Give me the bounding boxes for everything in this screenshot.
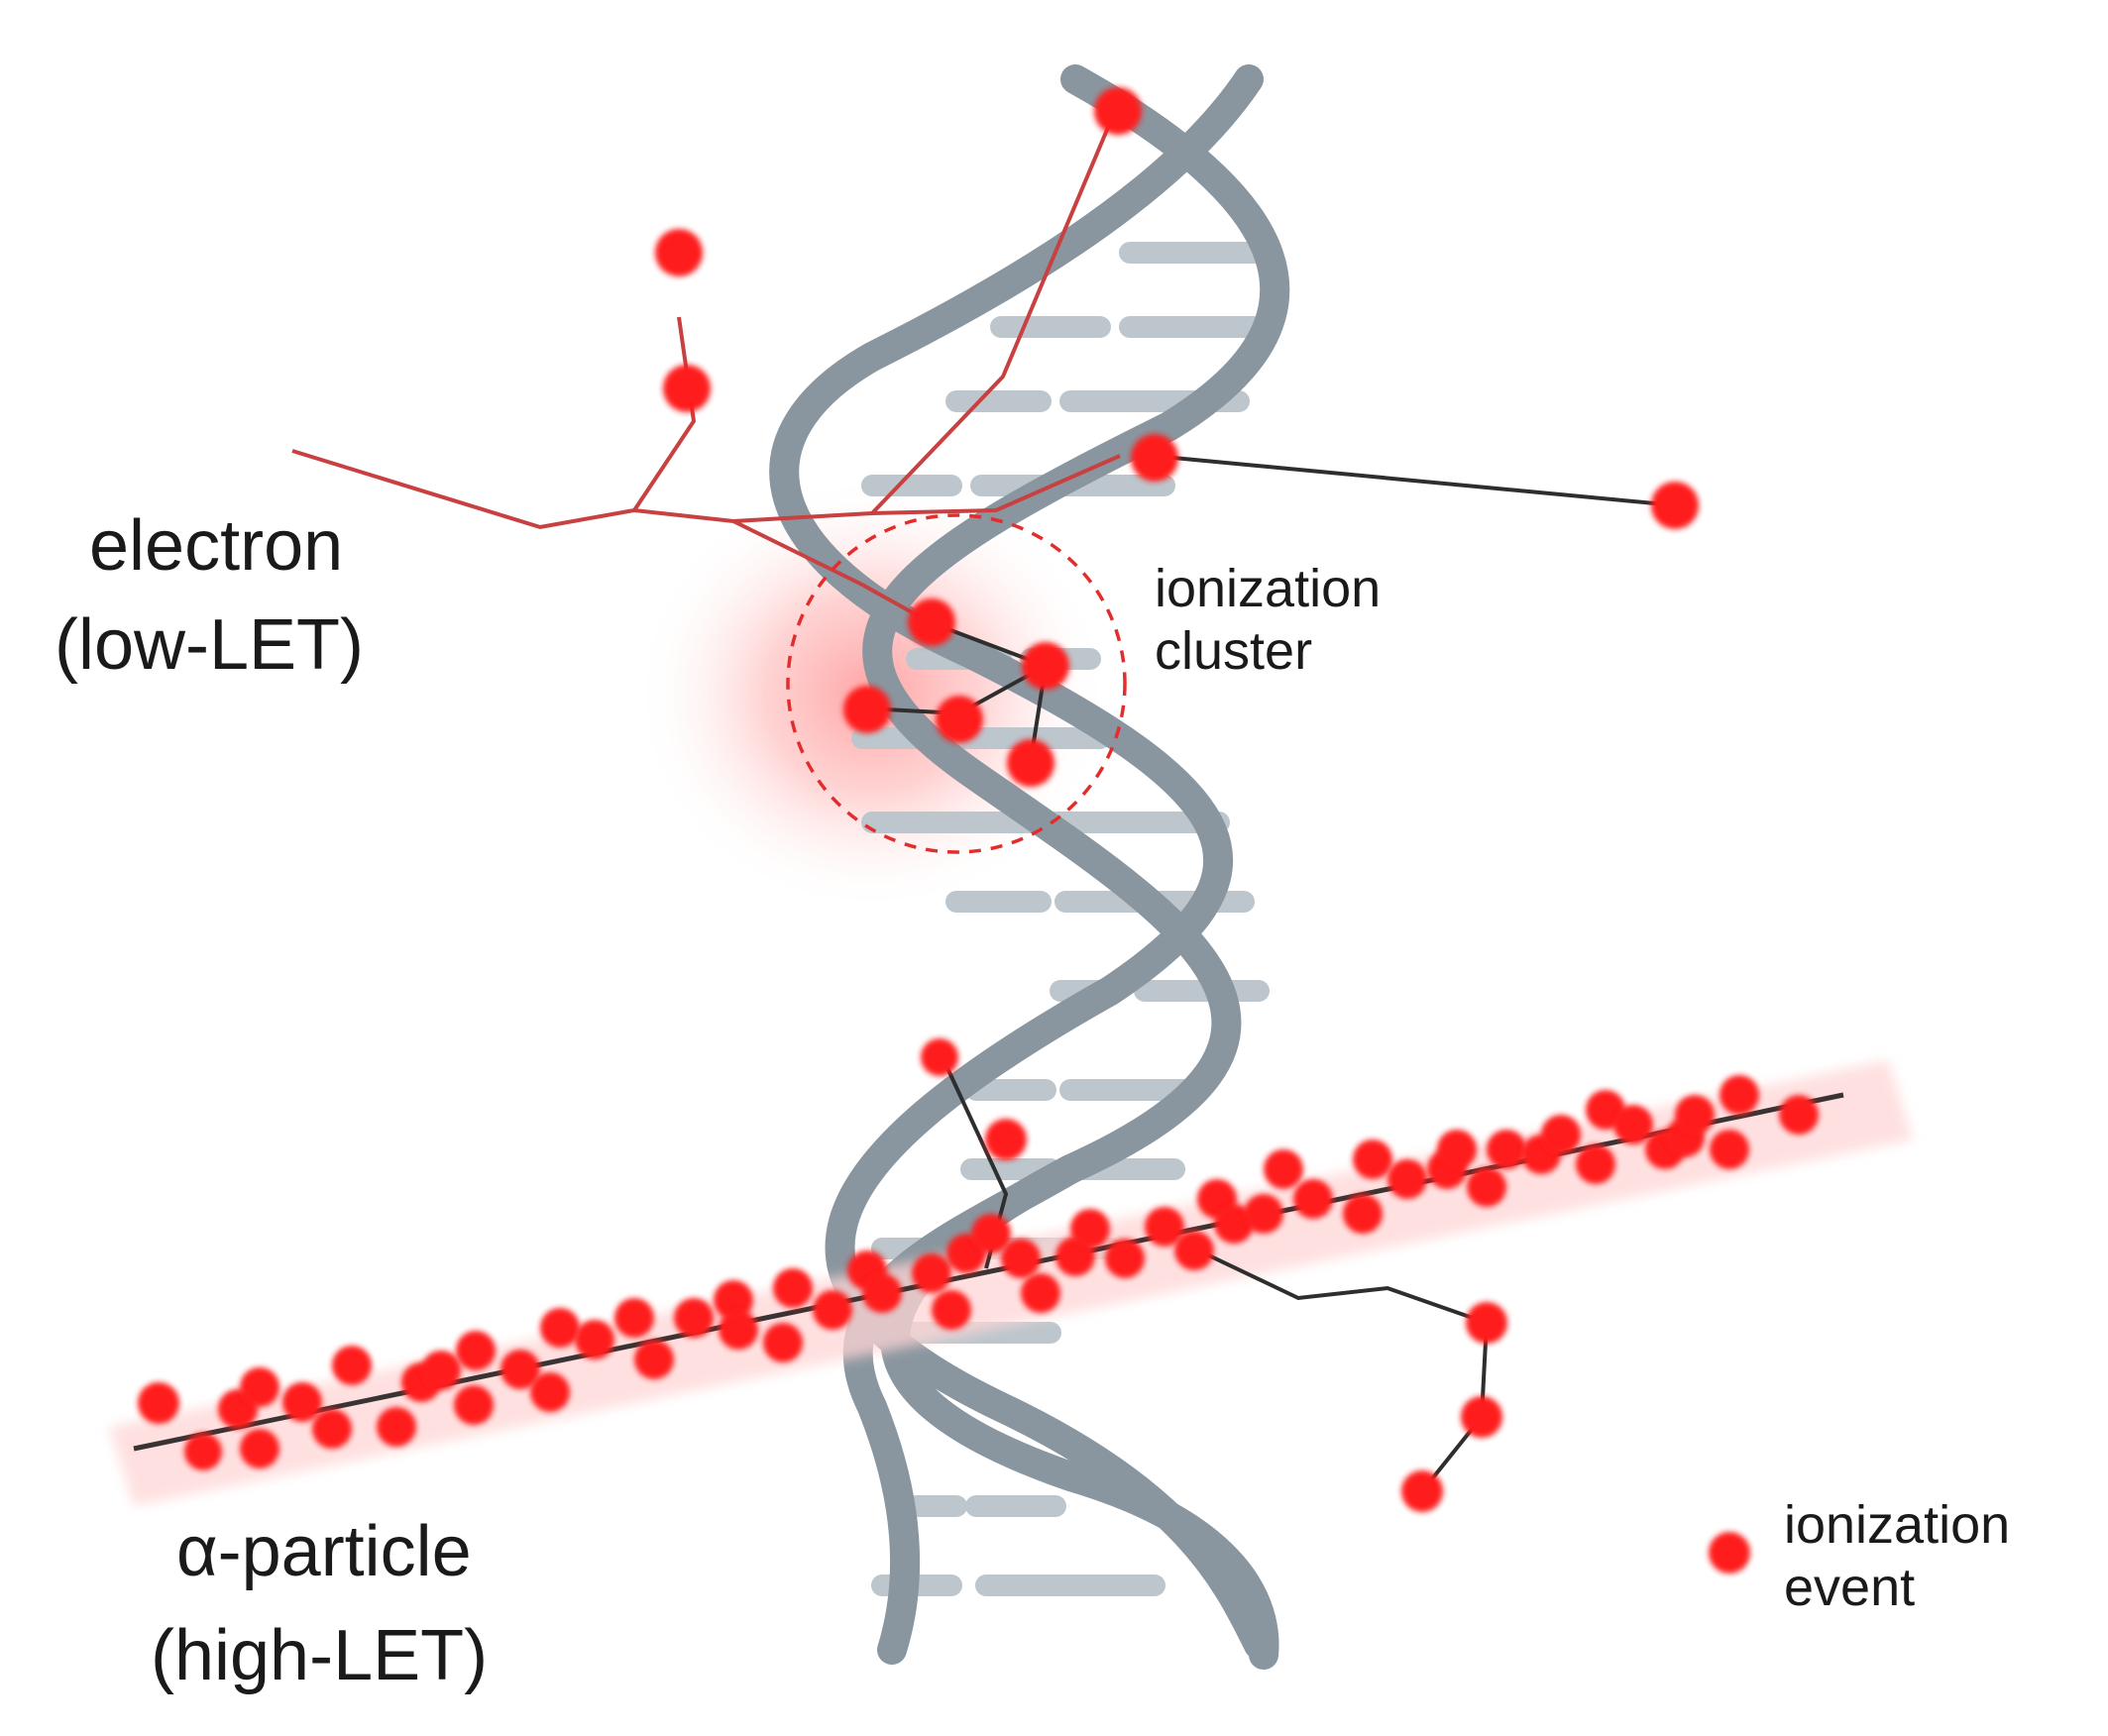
- ionization-event-dot: [813, 1290, 852, 1330]
- ionization-event-dot: [1576, 1144, 1615, 1184]
- ionization-event-dot: [377, 1407, 416, 1447]
- ionization-event-dot: [1541, 1115, 1581, 1154]
- ionization-events: [138, 87, 1819, 1512]
- ionization-event-dot: [1343, 1194, 1383, 1234]
- ionization-event-dot: [312, 1409, 352, 1449]
- secondary-track-right: [1152, 454, 1676, 507]
- ionization-event-dot: [1094, 87, 1142, 135]
- ionization-event-dot: [634, 1340, 674, 1379]
- alpha-label: α-particle: [176, 1512, 472, 1591]
- ionization-event-dot: [1105, 1239, 1145, 1278]
- electron-track-branch-top: [870, 110, 1117, 515]
- ionization-event-dot: [674, 1298, 714, 1338]
- ionization-event-dot: [614, 1298, 654, 1338]
- ionization-event-dot: [1487, 1130, 1526, 1169]
- alpha-let-label: (high-LET): [151, 1616, 488, 1695]
- ionization-event-dot: [540, 1308, 580, 1348]
- legend-label-2: event: [1784, 1558, 1915, 1617]
- secondary-track-alpha-right: [1193, 1247, 1490, 1493]
- ionization-event-dot: [1675, 1095, 1715, 1135]
- electron-track-branch-up: [632, 316, 697, 512]
- ionization-event-dot: [1244, 1194, 1283, 1234]
- ionization-event-dot: [843, 686, 891, 733]
- ionization-event-dot: [530, 1372, 570, 1412]
- ionization-event-dot: [1467, 1167, 1506, 1207]
- ionization-event-dot: [921, 1038, 958, 1076]
- ionization-event-dot: [936, 696, 983, 743]
- ionization-event-dot: [240, 1429, 279, 1468]
- ionization-event-dot: [971, 1214, 1011, 1253]
- ionization-event-dot: [1022, 642, 1069, 690]
- ionization-event-dot: [912, 1253, 951, 1293]
- ionization-event-dot: [282, 1382, 322, 1422]
- ionization-event-dot: [184, 1433, 222, 1470]
- cluster-label: ionization: [1155, 559, 1381, 618]
- dna-strand-a: [862, 64, 1290, 1670]
- ionization-event-dot: [1021, 1273, 1060, 1313]
- dna-strand-b: [769, 64, 1274, 1660]
- ionization-event-dot: [862, 1273, 902, 1313]
- ionization-event-dot: [1720, 1075, 1759, 1115]
- legend-label: ionization: [1784, 1495, 2010, 1555]
- electron-track: [291, 110, 1121, 624]
- ionization-event-dot: [1353, 1139, 1392, 1179]
- ionization-event-dot: [1131, 434, 1178, 482]
- ionization-event-dot: [138, 1382, 179, 1424]
- electron-label: electron: [89, 506, 343, 586]
- ionization-event-dot: [1401, 1470, 1443, 1512]
- ionization-event-dot: [1466, 1302, 1507, 1344]
- ionization-event-dot: [1613, 1105, 1653, 1144]
- ionization-event-dot: [655, 229, 703, 276]
- ionization-event-dot: [663, 365, 711, 412]
- ionization-event-dot: [454, 1385, 494, 1425]
- secondary-track-cluster: [866, 620, 1051, 716]
- ionization-event-dot: [1001, 1239, 1041, 1278]
- ionization-event-dot: [719, 1310, 758, 1350]
- ionization-event-dot: [773, 1268, 813, 1308]
- cluster-label-2: cluster: [1155, 621, 1312, 681]
- dna-backbone: [769, 64, 1290, 1670]
- ionization-event-dot: [1710, 1130, 1749, 1169]
- ionization-event-dot: [421, 1351, 461, 1390]
- electron-let-label: (low-LET): [55, 605, 364, 685]
- dna-strand-c: [842, 1154, 1085, 1665]
- ionization-event-dot: [714, 1280, 753, 1320]
- ionization-event-dot: [1007, 739, 1054, 787]
- ionization-event-dot: [1070, 1209, 1110, 1248]
- ionization-event-dot: [1264, 1149, 1303, 1189]
- ionization-event-dot: [1437, 1130, 1477, 1169]
- electron-track-branch-cluster: [732, 519, 931, 624]
- ionization-event-dot: [240, 1367, 279, 1407]
- ionization-event-dot: [332, 1346, 372, 1385]
- ionization-event-dot: [908, 598, 955, 646]
- ionization-event-dot: [1145, 1207, 1184, 1247]
- ionization-event-dot: [1293, 1179, 1333, 1219]
- ionization-event-dot: [985, 1119, 1027, 1160]
- ionization-event-dot: [1651, 482, 1699, 529]
- ionization-cluster-circle: [786, 513, 1127, 854]
- ionization-event-dot: [456, 1331, 496, 1370]
- ionization-event-dot: [1779, 1095, 1819, 1135]
- ionization-event-dot: [932, 1290, 971, 1330]
- ionization-event-dot: [1174, 1231, 1214, 1270]
- ionization-event-dot: [1387, 1159, 1427, 1199]
- ionization-event-dot: [500, 1350, 540, 1389]
- ionization-event-dot: [763, 1323, 803, 1362]
- ionization-event-dot: [1461, 1396, 1502, 1438]
- ionization-event-dot: [575, 1320, 614, 1359]
- legend-dot: [1709, 1532, 1750, 1573]
